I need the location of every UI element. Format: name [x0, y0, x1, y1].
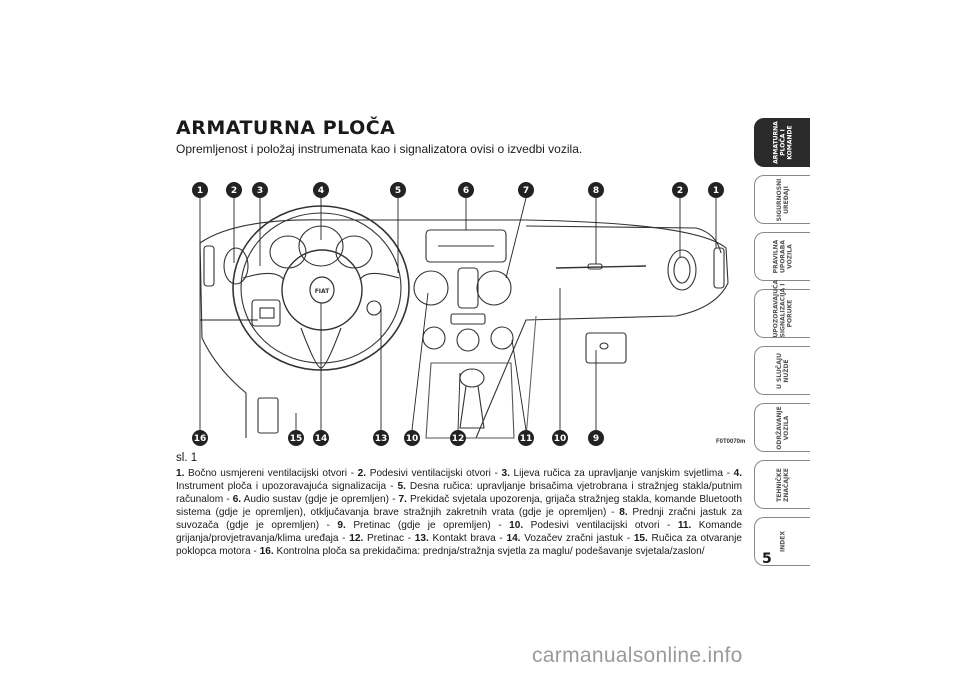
callout-6	[458, 182, 474, 198]
callout-label: 14	[315, 434, 328, 444]
callout-11	[518, 430, 534, 446]
callout-10b	[552, 430, 568, 446]
caption-text: Kontakt brava -	[428, 533, 507, 544]
callout-1b	[708, 182, 724, 198]
callout-label: 6	[463, 186, 469, 196]
page-subtitle: Opremljenost i položaj instrumenata kao …	[176, 142, 583, 156]
caption-number: 3.	[501, 468, 510, 479]
callout-label: 13	[375, 434, 388, 444]
caption-text: Prednji zračni jastuk za suvozača (gdje …	[176, 507, 742, 531]
caption-number: 7.	[398, 494, 407, 505]
callout-13	[373, 430, 389, 446]
fiat-logo-text: FIAT	[315, 288, 331, 295]
callout-label: 10	[554, 434, 567, 444]
tab-sigurnosni-uredaji[interactable]: SIGURNOSNI UREĐAJI	[754, 175, 810, 224]
callout-label: 3	[257, 186, 263, 196]
callout-label: 1	[197, 186, 203, 196]
watermark: carmanualsonline.info	[532, 644, 743, 667]
tab-label: SIGURNOSNI UREĐAJI	[775, 178, 790, 221]
callout-4	[313, 182, 329, 198]
page-number: 5	[762, 551, 772, 567]
callout-8	[588, 182, 604, 198]
caption-number: 16.	[259, 546, 274, 557]
caption-text: Desna ručica: upravljanje brisačima vjet…	[176, 481, 742, 505]
caption-text: Vozačev zračni jastuk -	[520, 533, 634, 544]
tab-upozoravajuca-signalizacija[interactable]: UPOZORAVAJUĆA SIGNALIZACIJA I PORUKE	[754, 279, 810, 338]
callout-14	[313, 430, 329, 446]
callout-label: 11	[520, 434, 533, 444]
callout-label: 9	[593, 434, 599, 444]
caption-number: 14.	[506, 533, 521, 544]
caption-text: Ručica za otvaranje poklopca motora -	[176, 533, 742, 557]
callout-3	[252, 182, 268, 198]
caption-number: 8.	[619, 507, 628, 518]
callout-7	[518, 182, 534, 198]
caption-text: Podesivi ventilacijski otvori -	[366, 468, 502, 479]
caption-text: Pretinac -	[363, 533, 415, 544]
tab-odrzavanje-vozila[interactable]: ODRŽAVANJE VOZILA	[754, 403, 810, 452]
callout-label: 15	[290, 434, 303, 444]
figure-code: F0T0070m	[716, 439, 746, 445]
caption-number: 6.	[232, 494, 242, 505]
tab-armaturna-ploca[interactable]: ARMATURNA PLOČA I KOMANDE	[754, 118, 810, 167]
callout-2a	[226, 182, 242, 198]
callout-label: 2	[677, 186, 683, 196]
tab-u-slucaju-nuzde[interactable]: U SLUČAJU NUŽDE	[754, 346, 810, 395]
tab-label: UPOZORAVAJUĆA SIGNALIZACIJA I PORUKE	[772, 279, 793, 338]
callout-9	[588, 430, 604, 446]
caption-text: Prekidač svjetala upozorenja, grijača st…	[176, 494, 742, 518]
callout-10a	[404, 430, 420, 446]
caption-text: Komande grijanja/provjetravanja/klima ur…	[176, 520, 743, 544]
tab-label: ODRŽAVANJE VOZILA	[775, 405, 790, 450]
caption-number: 11.	[677, 520, 692, 531]
figure-label: sl. 1	[176, 452, 198, 464]
callout-15	[288, 430, 304, 446]
callout-label: 8	[593, 186, 599, 196]
caption-number: 9.	[337, 520, 346, 531]
callout-label: 5	[395, 186, 401, 196]
caption-number: 5.	[397, 481, 406, 492]
tab-pravilna-uporaba[interactable]: PRAVILNA UPORABA VOZILA	[754, 232, 810, 281]
caption-number: 4.	[733, 468, 742, 479]
callout-12	[450, 430, 466, 446]
callout-2b	[672, 182, 688, 198]
tab-label: PRAVILNA UPORABA VOZILA	[772, 239, 793, 274]
callout-label: 2	[231, 186, 237, 196]
caption-number: 10.	[509, 520, 524, 531]
caption-number: 13.	[414, 533, 429, 544]
callout-1a	[192, 182, 208, 198]
caption-text: Bočno usmjereni ventilacijski otvori -	[184, 468, 358, 479]
dashboard-drawing: 1 2 3 4 5 6 7 8 2 1 16 15 14	[192, 182, 729, 446]
page-title: ARMATURNA PLOČA	[176, 117, 396, 139]
caption-text: Kontrolna ploča sa prekidačima: prednja/…	[273, 546, 705, 557]
callout-label: 16	[194, 434, 207, 444]
caption-number: 12.	[349, 533, 364, 544]
callout-label: 7	[523, 186, 529, 196]
dashboard-illustration: 1 2 3 4 5 6 7 8 2 1 16 15 14	[176, 168, 754, 458]
caption-text: Pretinac (gdje je opremljen) -	[345, 520, 510, 531]
tab-label: U SLUČAJU NUŽDE	[775, 352, 790, 389]
figure-caption: 1. Bočno usmjereni ventilacijski otvori …	[176, 467, 742, 558]
callout-label: 10	[406, 434, 419, 444]
callout-label: 1	[713, 186, 719, 196]
caption-number: 2.	[357, 468, 367, 479]
fiat-logo	[309, 276, 335, 304]
caption-text: Lijeva ručica za upravljanje vanjskim sv…	[509, 468, 734, 479]
caption-number: 15.	[633, 533, 648, 544]
tab-label: ARMATURNA PLOČA I KOMANDE	[772, 121, 793, 164]
callout-5	[390, 182, 406, 198]
callout-label: 12	[452, 434, 465, 444]
chapter-tabs: ARMATURNA PLOČA I KOMANDE SIGURNOSNI URE…	[754, 118, 810, 574]
caption-number: 1.	[176, 468, 185, 479]
callout-16	[192, 430, 208, 446]
caption-text: Audio sustav (gdje je opremljen) -	[241, 494, 399, 505]
tab-label: TEHNIČKE ZNAČAJKE	[775, 467, 790, 502]
tab-tehnicke-znacajke[interactable]: TEHNIČKE ZNAČAJKE	[754, 460, 810, 509]
callout-label: 4	[318, 186, 324, 196]
caption-text: Instrument ploča i upozoravajuća signali…	[176, 481, 398, 492]
tab-index[interactable]: INDEX	[754, 517, 810, 566]
tab-label: INDEX	[779, 531, 786, 552]
caption-text: Podesivi ventilacijski otvori -	[523, 520, 678, 531]
